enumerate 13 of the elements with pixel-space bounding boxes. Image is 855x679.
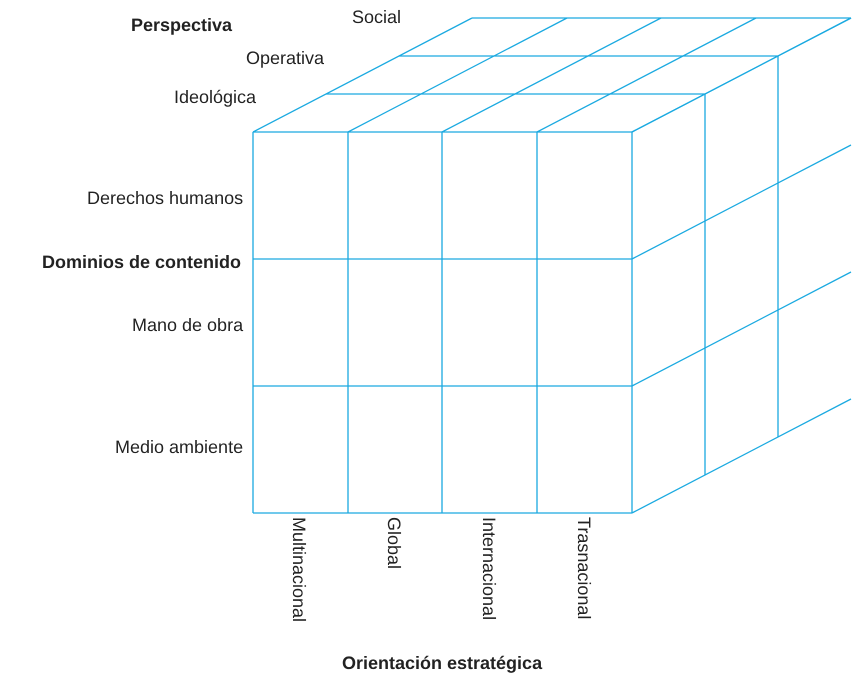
column-label: Trasnacional — [573, 517, 595, 620]
axis-title: Perspectiva — [131, 14, 232, 36]
column-label: Multinacional — [288, 517, 310, 622]
row-label: Mano de obra — [132, 314, 244, 336]
row-label: Medio ambiente — [115, 436, 244, 458]
column-label: Internacional — [478, 517, 500, 620]
axis-label: Operativa — [246, 47, 324, 69]
axis-title: Orientación estratégica — [342, 652, 542, 674]
column-label: Global — [383, 517, 405, 570]
axis-label: Social — [352, 6, 402, 28]
axis-title: Dominios de contenido — [42, 251, 242, 273]
row-label: Derechos humanos — [87, 187, 244, 209]
axis-label: Ideológica — [174, 86, 256, 108]
